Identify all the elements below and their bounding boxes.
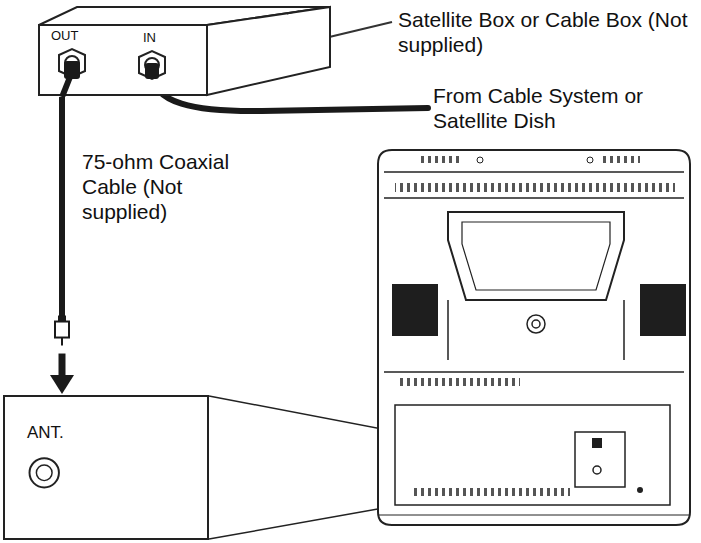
jack-closeup: ANT. (3, 395, 209, 540)
tv-rear (378, 150, 690, 525)
jack-label: OUT (51, 29, 78, 44)
source-label: From Cable System or Satellite Dish (433, 84, 688, 134)
receiver-box: OUT IN (37, 5, 332, 97)
cable-label: 75-ohm Coaxial Cable (Not supplied) (82, 150, 242, 224)
shape-outline (5, 397, 207, 538)
part-label: Satellite Box or Cable Box (Not supplied… (398, 8, 688, 58)
jack-label: IN (143, 31, 156, 46)
jack-label: ANT. (27, 423, 64, 443)
shape-outline (37, 5, 332, 97)
coax-cable (50, 97, 74, 394)
